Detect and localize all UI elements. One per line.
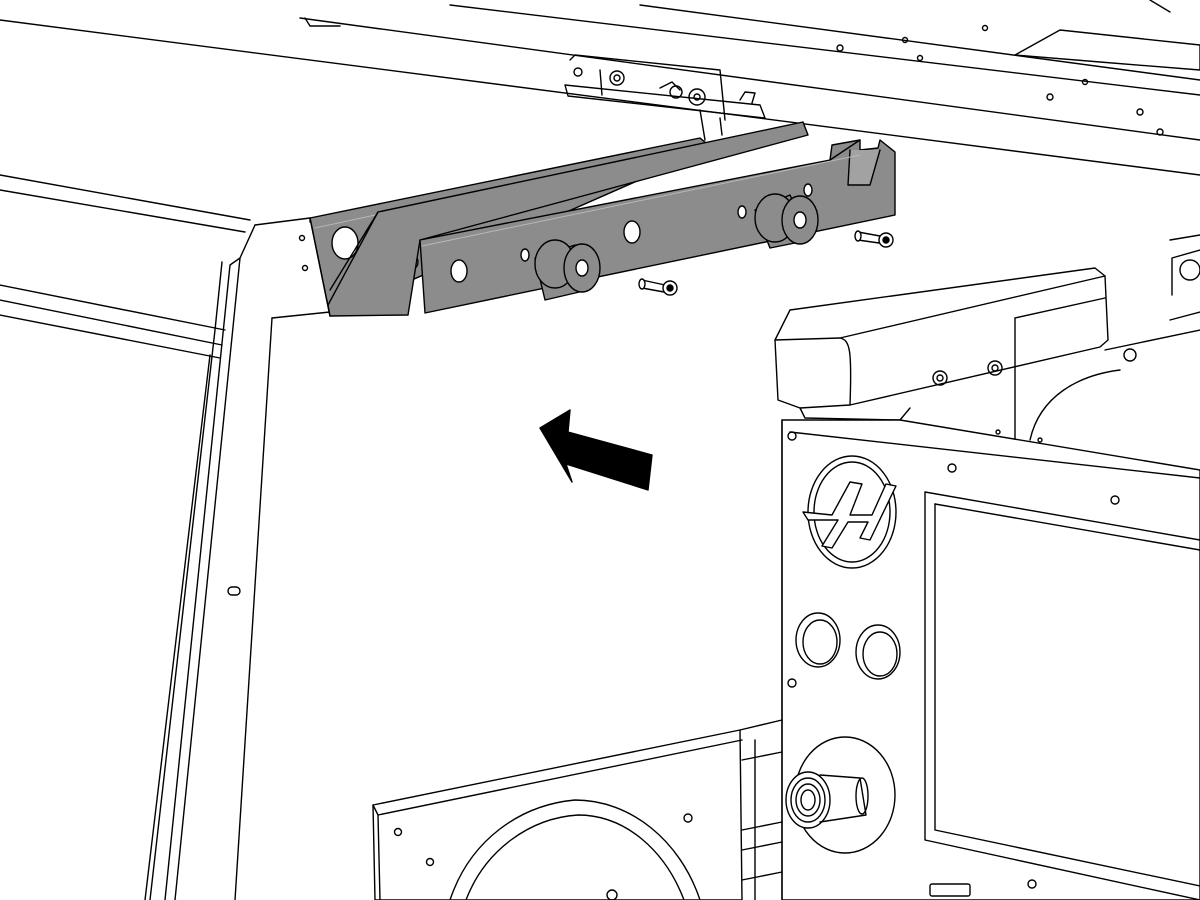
middle-mounting-bracket: [327, 121, 809, 317]
top-mounting-rail: [564, 54, 766, 141]
screw-left: [638, 278, 678, 296]
screw-right: [854, 230, 894, 248]
lower-access-panel: [372, 719, 783, 900]
emergency-stop-icon: [785, 736, 896, 854]
brand-emblem-icon: [802, 455, 897, 569]
spacer-right: [754, 193, 819, 249]
pendant-bottom-slot: [929, 883, 971, 897]
panel-button-left: [795, 612, 841, 668]
hinge-block: [1104, 234, 1200, 362]
panel-button-right: [855, 624, 901, 680]
enclosure-roof-lines: [0, 0, 1200, 359]
spacer-left: [534, 239, 601, 301]
pendant-display: [924, 491, 1200, 900]
enclosure-left-door: [144, 217, 331, 900]
pendant-arm-housing: [774, 267, 1121, 441]
arrow-left-icon: [539, 409, 653, 491]
